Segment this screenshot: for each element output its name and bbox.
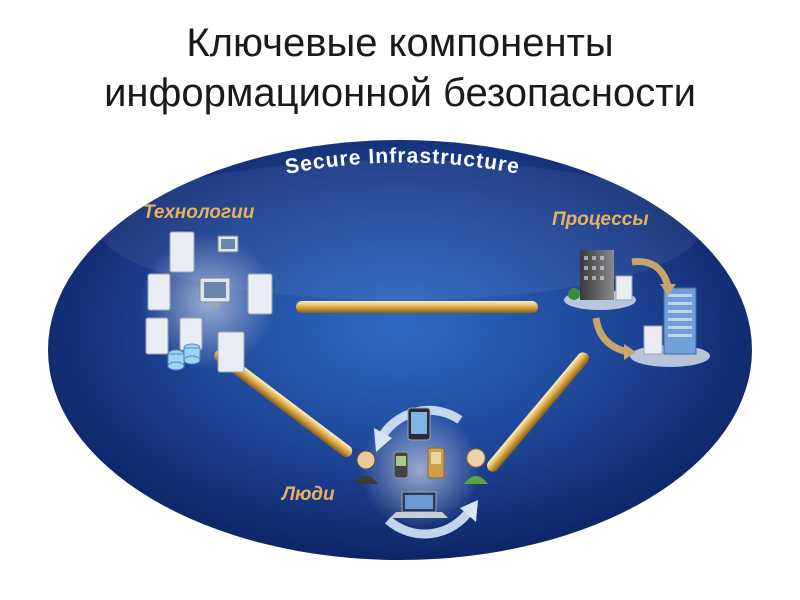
- servers-cluster-icon: [140, 231, 276, 373]
- connectors: [214, 301, 589, 472]
- title-line-2: информационной безопасности: [104, 71, 696, 115]
- label-processes: Процессы: [552, 209, 649, 230]
- people-devices-cycle-icon: [354, 405, 488, 539]
- title-line-1: Ключевые компоненты: [186, 21, 614, 65]
- label-people: Люди: [280, 484, 335, 505]
- label-technologies: Технологии: [143, 202, 255, 223]
- page-title: Ключевые компоненты информационной безоп…: [0, 18, 800, 118]
- buildings-cycle-icon: [564, 250, 710, 367]
- connector-tech-proc: [296, 301, 538, 313]
- connector-proc-people: [487, 352, 589, 472]
- connector-tech-people: [214, 349, 353, 458]
